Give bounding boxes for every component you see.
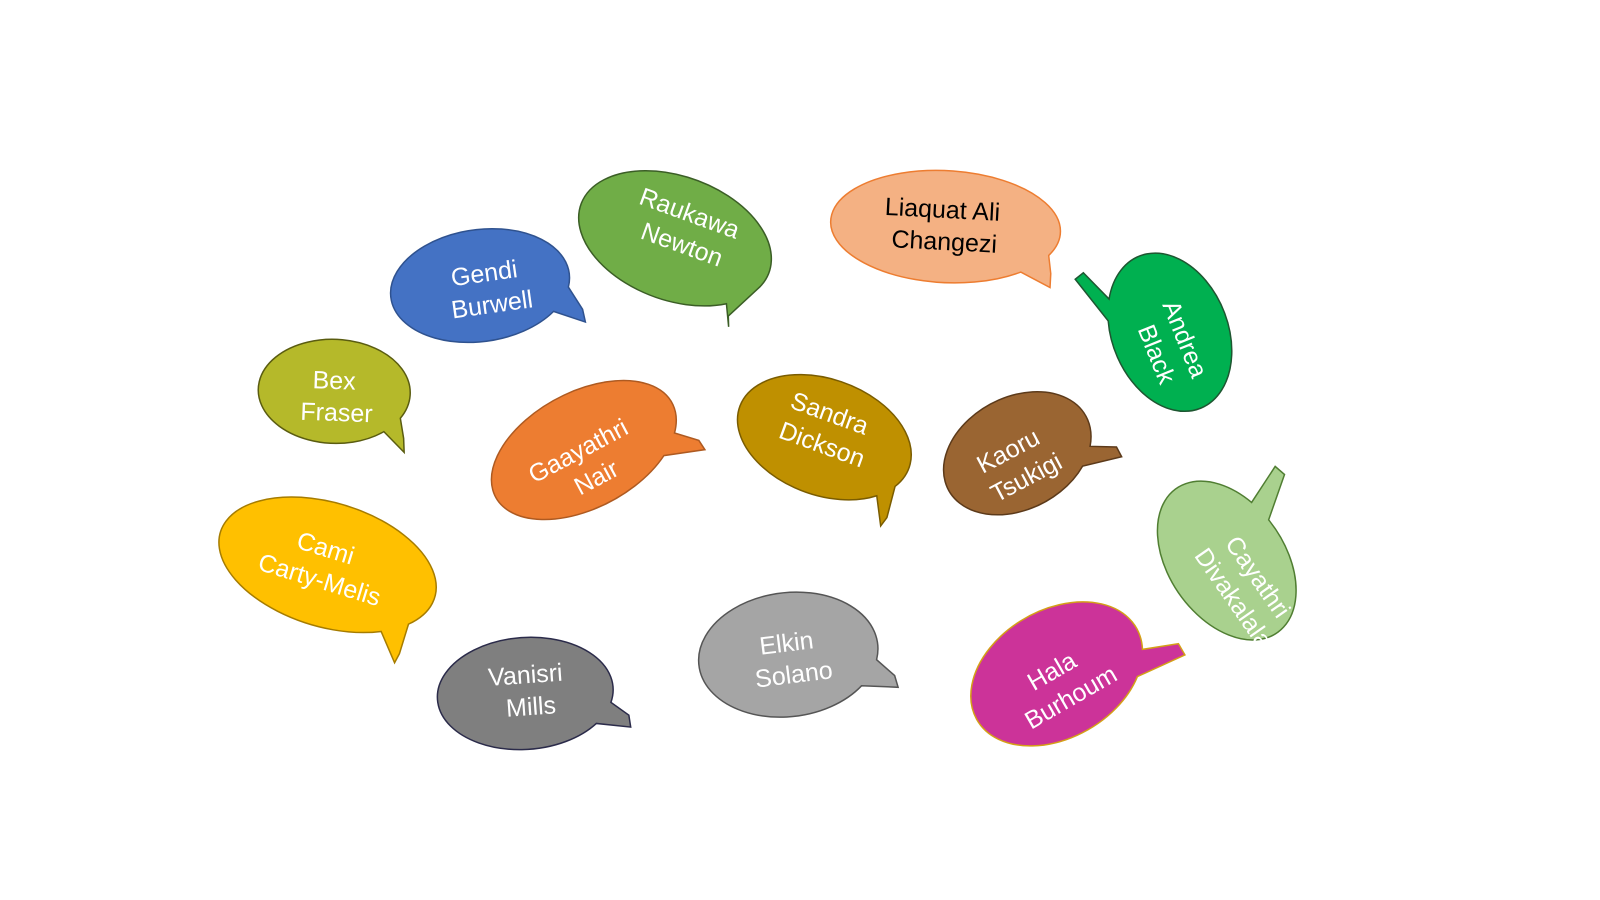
bubble-label-line-1: Liaquat Ali xyxy=(884,193,1001,227)
bubble-label-line-2: Changezi xyxy=(891,225,998,258)
bubble-label-line-1: Vanisri xyxy=(487,659,563,692)
speech-bubble-raukawa-newton: Raukawa Newton xyxy=(577,170,773,327)
bubble-label-line-1: Bex xyxy=(312,366,357,396)
speech-bubble-kaoru-tsukigi: Kaoru Tsukigi xyxy=(942,391,1123,516)
bubble-label-line-1: Elkin xyxy=(758,626,815,660)
bubble-label: Bex Fraser xyxy=(300,366,374,428)
speech-bubble-cami-carty-melis: Cami Carty-Melis xyxy=(218,496,437,665)
speech-bubble-vanisri-mills: Vanisri Mills xyxy=(436,636,632,751)
bubble-shape xyxy=(1074,252,1233,413)
speech-bubble-sandra-dickson: Sandra Dickson xyxy=(736,373,912,528)
speech-bubble-gendi-burwell: Gendi Burwell xyxy=(389,227,587,344)
bubble-label: Elkin Solano xyxy=(750,624,835,693)
bubble-shape xyxy=(490,379,707,521)
bubble-shape xyxy=(830,169,1062,289)
bubble-shape xyxy=(970,601,1186,747)
bubble-shape xyxy=(697,591,900,718)
bubble-shape xyxy=(218,496,437,665)
speech-bubble-hala-burhoum: Hala Burhoum xyxy=(970,601,1186,747)
speech-bubble-andrea-black: Andrea Black xyxy=(1074,252,1233,413)
bubble-label: Vanisri Mills xyxy=(487,658,573,724)
speech-bubble-bex-fraser: Bex Fraser xyxy=(257,338,411,455)
bubble-shape xyxy=(1156,465,1297,641)
bubble-shape xyxy=(577,170,773,327)
bubble-label: Liaquat Ali Changezi xyxy=(882,193,1007,259)
speech-bubble-cayathri-divakalala: Cayathri Divakalala xyxy=(1156,465,1297,654)
bubble-label-line-2: Mills xyxy=(505,691,557,722)
bubble-shape xyxy=(942,391,1123,516)
speech-bubble-gaayathri-nair: Gaayathri Nair xyxy=(490,379,707,521)
bubble-shape xyxy=(257,338,411,455)
speech-bubble-liaquat-ali-changezi: Liaquat Ali Changezi xyxy=(830,169,1062,289)
bubble-label-line-2: Fraser xyxy=(300,398,373,429)
bubble-shape xyxy=(389,227,587,344)
bubble-label: Kaoru Tsukigi xyxy=(971,419,1067,508)
bubble-shape xyxy=(436,636,632,751)
speech-bubble-elkin-solano: Elkin Solano xyxy=(697,591,900,718)
bubble-shape xyxy=(736,373,912,528)
